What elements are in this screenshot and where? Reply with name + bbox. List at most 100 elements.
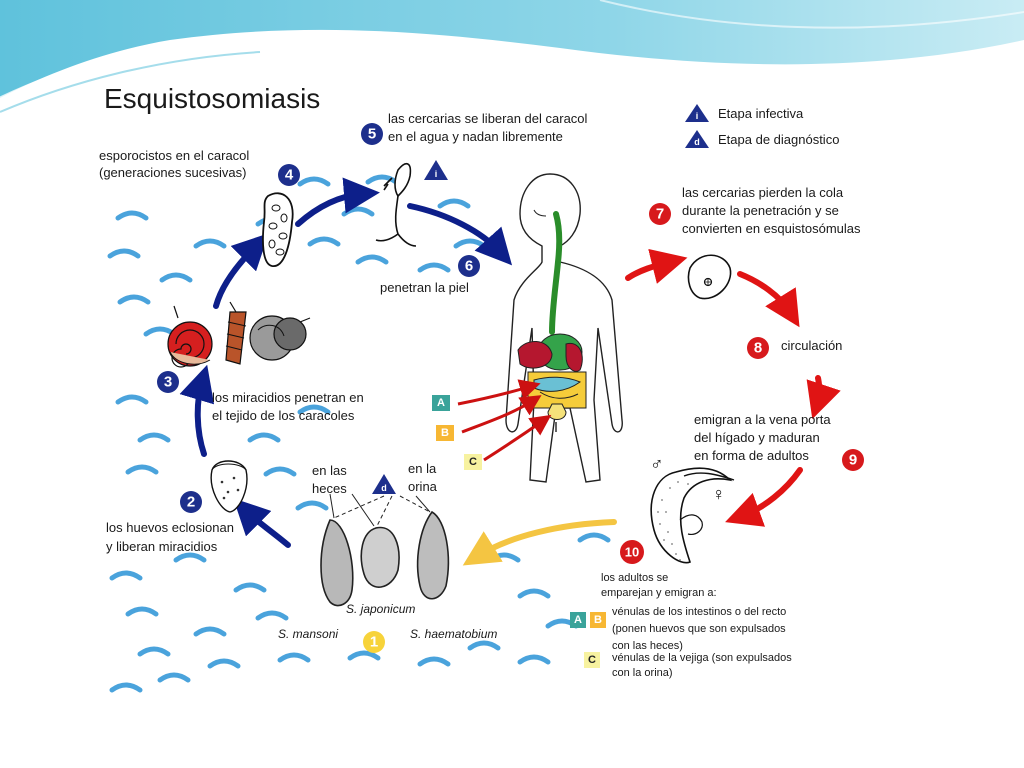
route-badges: A B C	[432, 395, 482, 470]
arrow-2-to-eggs	[233, 498, 291, 548]
legend-b-letter: B	[594, 614, 602, 626]
header-wave-decoration	[0, 0, 1024, 113]
orina-line2: orina	[408, 479, 438, 494]
route-c-badge	[464, 454, 482, 470]
step-3-badge	[157, 371, 179, 393]
schistosomulum-illustration	[687, 254, 732, 300]
step-10-number: 10	[625, 545, 639, 560]
diagnostic-marker-letter: d	[381, 483, 387, 493]
step-4-line2: (generaciones sucesivas)	[99, 165, 246, 180]
route-b-letter: B	[441, 427, 449, 439]
sporocyst-illustration	[262, 192, 294, 267]
step-2-line1: los huevos eclosionan	[106, 520, 234, 535]
step-5-badge	[361, 123, 383, 145]
step-7-line2: durante la penetración y se	[682, 203, 839, 218]
step-8-line1: circulación	[781, 338, 842, 353]
brown-snail	[225, 301, 247, 365]
infective-letter: i	[696, 111, 699, 121]
route-a-letter: A	[437, 397, 445, 409]
step-badges: 1 2 3 4 5 6 7 8 9 10	[157, 123, 864, 653]
arrow-8-to-9	[806, 375, 841, 420]
step-9-label: emigran a la vena porta del hígado y mad…	[694, 412, 831, 463]
route-c-line2: con la orina)	[612, 667, 673, 679]
step-6-number: 6	[465, 258, 473, 275]
step-5-line2: en el agua y nadan libremente	[388, 129, 563, 144]
legend-a-badge	[570, 612, 586, 628]
infective-triangle-icon	[685, 104, 709, 122]
step-4-number: 4	[285, 167, 294, 184]
step-1-number: 1	[370, 634, 378, 651]
legend: i Etapa infectiva d Etapa de diagnóstico	[685, 104, 839, 148]
arrow-4-to-5	[295, 177, 380, 227]
species-japonicum: S. japonicum	[346, 602, 415, 616]
arrow-5-to-6	[407, 203, 513, 266]
step-6-line1: penetran la piel	[380, 280, 469, 295]
egg-mansoni	[320, 519, 354, 607]
step-9-badge	[842, 449, 864, 471]
arrow-7-to-8	[737, 271, 800, 328]
route-legend: A B vénulas de los intestinos o del rect…	[570, 606, 792, 679]
gray-snail	[249, 315, 311, 361]
orina-line1: en la	[408, 461, 437, 476]
step-5-number: 5	[368, 126, 376, 143]
arrow-10-to-eggs	[462, 519, 617, 566]
route-a-badge	[432, 395, 450, 411]
step-7-line1: las cercarias pierden la cola	[682, 185, 844, 200]
route-ab-line1: vénulas de los intestinos o del recto	[612, 606, 786, 618]
step-6-label: penetran la piel	[380, 280, 469, 295]
cycle-arrows-blue	[179, 177, 513, 548]
route-ab-line2: (ponen huevos que son expulsados	[612, 623, 786, 635]
miracidium-illustration	[210, 460, 248, 513]
step-9-number: 9	[849, 452, 857, 469]
arrow-3-to-4	[213, 233, 269, 309]
adult-worms-illustration	[650, 467, 735, 564]
step-3-line2: el tejido de los caracoles	[212, 408, 355, 423]
egg-japonicum	[360, 526, 400, 588]
arrow-9-to-10	[725, 467, 803, 527]
snails-illustration	[167, 301, 311, 368]
route-b-badge	[436, 425, 454, 441]
step-6-badge	[458, 255, 480, 277]
egg-haematobium	[416, 510, 450, 600]
step-7-line3: convierten en esquistosómulas	[682, 221, 861, 236]
species-mansoni: S. mansoni	[278, 627, 338, 641]
diagnostic-label: Etapa de diagnóstico	[718, 132, 839, 147]
egg-labels: en las heces en la orina S. mansoni S. j…	[278, 461, 497, 641]
legend-c-letter: C	[588, 654, 596, 666]
step-3-number: 3	[164, 374, 172, 391]
step-5-line1: las cercarias se liberan del caracol	[388, 111, 588, 126]
heces-line1: en las	[312, 463, 347, 478]
step-10-badge	[620, 540, 644, 564]
step-2-number: 2	[187, 494, 195, 511]
heces-line2: heces	[312, 481, 347, 496]
step-7-number: 7	[656, 206, 664, 223]
diagnostic-letter: d	[694, 137, 700, 147]
step-4-badge	[278, 164, 300, 186]
legend-a-letter: A	[574, 614, 582, 626]
female-symbol: ♀	[712, 484, 726, 504]
step-4-line1: esporocistos en el caracol	[99, 148, 249, 163]
step-2-label: los huevos eclosionan y liberan miracidi…	[106, 520, 234, 554]
route-ab-line3: con las heces)	[612, 640, 683, 652]
species-haematobium: S. haematobium	[410, 627, 497, 641]
legend-b-badge	[590, 612, 606, 628]
step-2-line2: y liberan miracidios	[106, 539, 218, 554]
step-2-badge	[180, 491, 202, 513]
diagnostic-stage-legend: d Etapa de diagnóstico	[685, 130, 839, 148]
route-arrows	[457, 379, 552, 462]
step-8-badge	[747, 337, 769, 359]
arrow-6-to-7	[625, 248, 688, 284]
route-c-line1: vénulas de la vejiga (son expulsados	[612, 652, 792, 664]
step-7-label: las cercarias pierden la cola durante la…	[682, 185, 861, 236]
step-9-line3: en forma de adultos	[694, 448, 809, 463]
step-4-label: esporocistos en el caracol (generaciones…	[99, 148, 249, 180]
male-symbol: ♂	[650, 454, 664, 474]
cercaria-illustration	[375, 163, 417, 247]
red-snail	[167, 305, 213, 368]
legend-c-badge	[584, 652, 600, 668]
diagnostic-stage-marker: d	[372, 474, 396, 494]
eggs-illustration	[320, 493, 450, 607]
cycle-arrows-red	[625, 248, 841, 527]
infective-stage-marker: i	[424, 160, 448, 180]
